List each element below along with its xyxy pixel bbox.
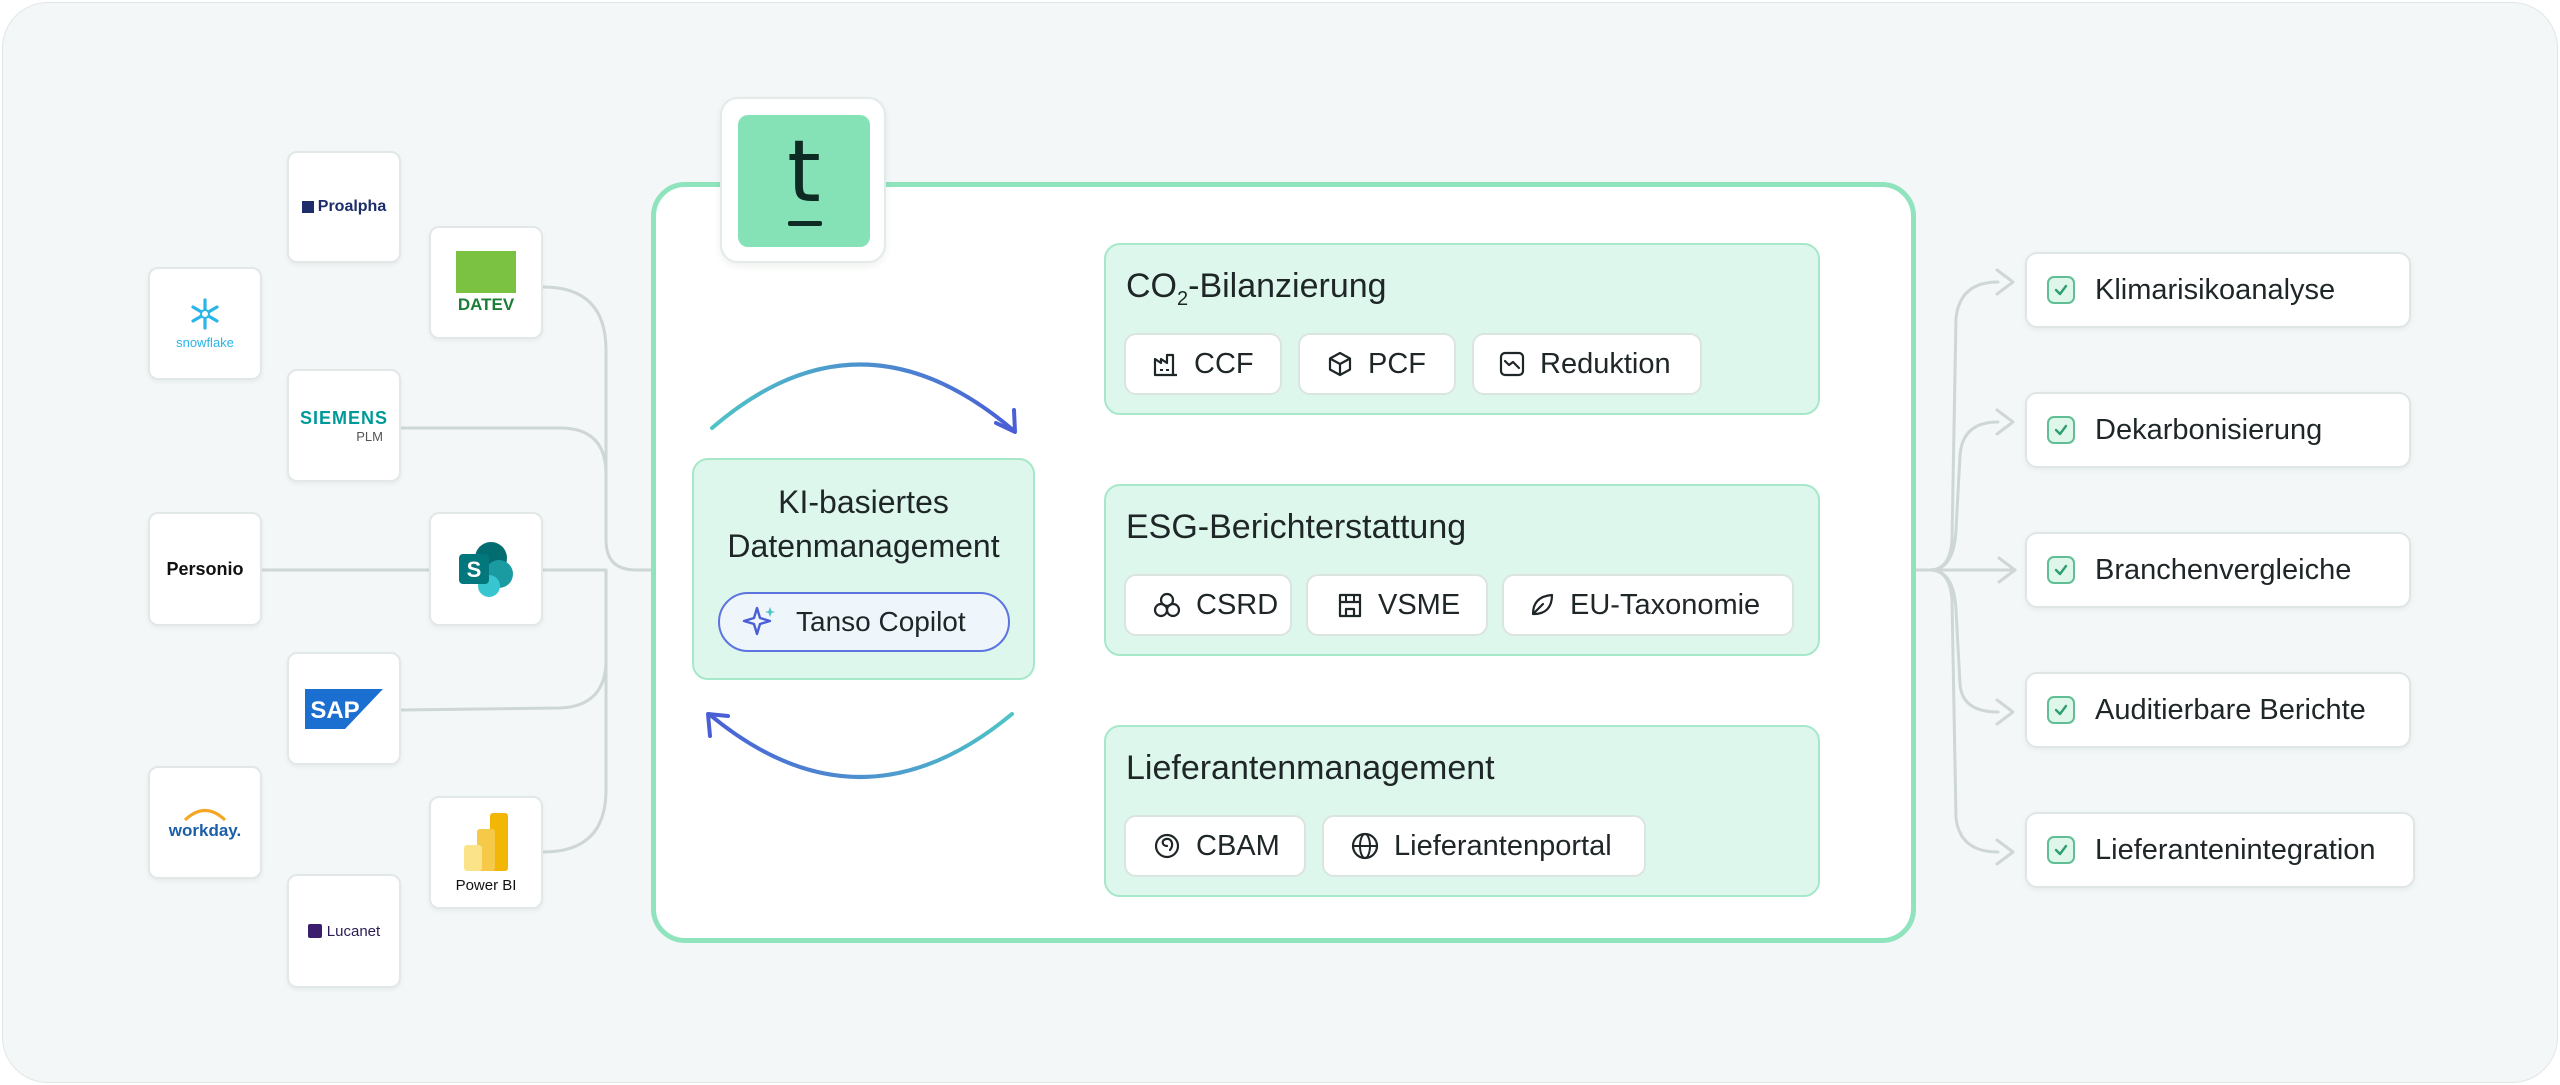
- proalpha-label: Proalpha: [317, 198, 387, 215]
- sap-label: SAP: [310, 697, 359, 724]
- output-label: Lieferantenintegration: [2095, 833, 2376, 866]
- leaf-icon: [1531, 593, 1554, 616]
- store-icon: [1338, 593, 1362, 618]
- chip-vsme-label: VSME: [1378, 588, 1461, 621]
- tanso-copilot-label: Tanso Copilot: [796, 606, 966, 637]
- data-management-box: KI-basiertes Datenmanagement Tanso Copil…: [692, 458, 1035, 680]
- module-esg-title: ESG-Berichterstattung: [1126, 508, 1467, 546]
- chip-cbam[interactable]: CBAM: [1124, 815, 1306, 877]
- chip-reduktion-label: Reduktion: [1540, 347, 1671, 380]
- sharepoint-icon: S: [459, 542, 513, 597]
- globe-icon: [1351, 832, 1379, 860]
- module-co2-title-sub: 2: [1177, 287, 1189, 310]
- snowflake-label: snowflake: [176, 335, 234, 350]
- source-tile-powerbi: Power BI: [429, 796, 543, 909]
- workday-arc-icon: [183, 808, 227, 821]
- proalpha-mark-icon: [301, 201, 314, 213]
- chip-lieferantenportal[interactable]: Lieferantenportal: [1322, 815, 1646, 877]
- source-tile-lucanet: Lucanet: [287, 874, 401, 988]
- source-tile-siemens: SIEMENS PLM: [287, 369, 401, 482]
- output-klimarisikoanalyse: Klimarisikoanalyse: [2025, 252, 2411, 328]
- chip-cbam-label: CBAM: [1196, 829, 1280, 862]
- brand-logo-background: t: [738, 115, 870, 247]
- chip-vsme[interactable]: VSME: [1306, 574, 1488, 636]
- brand-logo-tile: t: [720, 97, 886, 263]
- output-dekarbonisierung: Dekarbonisierung: [2025, 392, 2411, 468]
- data-management-title-line2: Datenmanagement: [727, 528, 1000, 564]
- proalpha-logo: Proalpha: [301, 198, 387, 216]
- datev-label: DATEV: [457, 294, 515, 314]
- lucanet-label: Lucanet: [326, 922, 381, 940]
- chip-pcf[interactable]: PCF: [1298, 333, 1456, 395]
- sparkle-icon: [742, 606, 775, 636]
- check-icon: [2047, 276, 2075, 304]
- output-lieferantenintegration: Lieferantenintegration: [2025, 812, 2415, 888]
- output-label: Klimarisikoanalyse: [2095, 273, 2336, 306]
- personio-label: Personio: [166, 558, 244, 579]
- output-label: Dekarbonisierung: [2095, 413, 2323, 446]
- chip-csrd-label: CSRD: [1196, 588, 1279, 621]
- output-label: Auditierbare Berichte: [2095, 693, 2366, 726]
- sap-logo-icon: SAP: [305, 688, 383, 729]
- source-tile-proalpha: Proalpha: [287, 151, 401, 263]
- output-auditierbare-berichte: Auditierbare Berichte: [2025, 672, 2411, 748]
- module-co2-title-pre: CO: [1126, 267, 1177, 305]
- source-tile-sap: SAP: [287, 652, 401, 765]
- check-icon: [2047, 696, 2075, 724]
- brand-underline: [788, 221, 822, 226]
- data-management-title: KI-basiertes Datenmanagement: [694, 480, 1033, 568]
- workday-label: workday.: [168, 820, 242, 840]
- chip-lieferantenportal-label: Lieferantenportal: [1394, 829, 1612, 862]
- module-co2-bilanzierung: CO2-Bilanzierung CCF PCF Reduktion: [1104, 243, 1820, 415]
- module-esg-berichterstattung: ESG-Berichterstattung CSRD VSME EU-Taxon…: [1104, 484, 1820, 656]
- data-management-title-line1: KI-basiertes: [778, 484, 949, 520]
- cycle-arrow-top: [710, 362, 1015, 432]
- check-icon: [2047, 836, 2075, 864]
- lucanet-mark-icon: [307, 924, 322, 938]
- source-tile-datev: DATEV: [429, 226, 543, 339]
- powerbi-icon: [464, 813, 508, 871]
- chip-reduktion[interactable]: Reduktion: [1472, 333, 1702, 395]
- source-tile-sharepoint: S: [429, 512, 543, 626]
- cube-icon: [1328, 351, 1352, 377]
- snowflake-icon: [191, 298, 219, 330]
- module-lieferanten-title: Lieferantenmanagement: [1126, 749, 1495, 787]
- chip-eu-taxonomie[interactable]: EU-Taxonomie: [1502, 574, 1794, 636]
- svg-text:S: S: [467, 557, 482, 582]
- output-label: Branchenvergleiche: [2095, 553, 2352, 586]
- chip-ccf-label: CCF: [1194, 347, 1254, 380]
- siemens-plm-label: PLM: [356, 428, 383, 444]
- check-icon: [2047, 556, 2075, 584]
- output-branchenvergleiche: Branchenvergleiche: [2025, 532, 2411, 608]
- lucanet-logo: Lucanet: [307, 922, 381, 940]
- spiral-icon: [1154, 833, 1180, 859]
- chip-csrd[interactable]: CSRD: [1124, 574, 1292, 636]
- module-co2-title-post: -Bilanzierung: [1188, 267, 1387, 305]
- brand-letter: t: [787, 122, 821, 222]
- check-icon: [2047, 416, 2075, 444]
- chip-eu-taxonomie-label: EU-Taxonomie: [1570, 588, 1761, 621]
- chip-pcf-label: PCF: [1368, 347, 1426, 380]
- factory-icon: [1153, 353, 1177, 377]
- source-tile-personio: Personio: [148, 512, 262, 626]
- powerbi-label: Power BI: [455, 877, 517, 894]
- cycle-arrow-bottom: [707, 712, 1014, 779]
- chip-ccf[interactable]: CCF: [1124, 333, 1282, 395]
- source-tile-snowflake: snowflake: [148, 267, 262, 380]
- chart-down-icon: [1499, 351, 1525, 377]
- circles-icon: [1153, 592, 1181, 618]
- source-tile-workday: workday.: [148, 766, 262, 879]
- datev-mark-icon: [456, 250, 516, 293]
- tanso-copilot-button[interactable]: Tanso Copilot: [718, 592, 1010, 652]
- module-lieferantenmanagement: Lieferantenmanagement CBAM Lieferantenpo…: [1104, 725, 1820, 897]
- module-co2-title: CO2-Bilanzierung: [1126, 267, 1387, 311]
- siemens-label: SIEMENS: [299, 407, 389, 428]
